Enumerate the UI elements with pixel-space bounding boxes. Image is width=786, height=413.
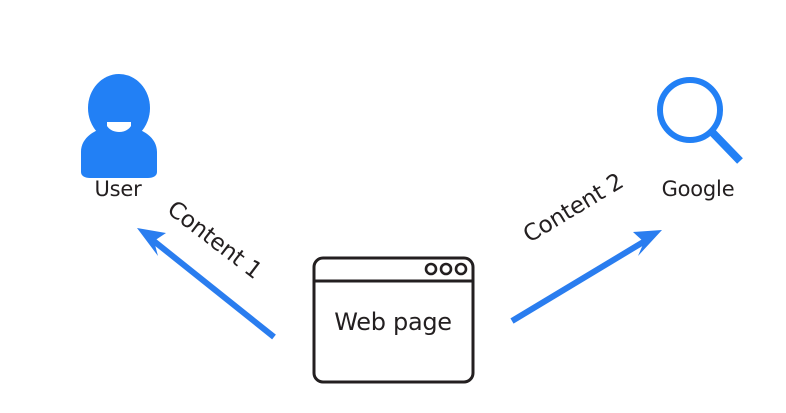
user-person-icon xyxy=(81,74,157,178)
window-control-dots xyxy=(424,262,468,276)
webpage-node-label: Web page xyxy=(334,308,452,336)
arrow-content-1 xyxy=(137,228,276,340)
browser-window-icon xyxy=(312,256,475,384)
user-node-label: User xyxy=(94,177,142,201)
google-node-label: Google xyxy=(661,177,735,201)
arrow-content-2 xyxy=(510,230,662,324)
magnifying-glass-icon xyxy=(657,77,743,164)
